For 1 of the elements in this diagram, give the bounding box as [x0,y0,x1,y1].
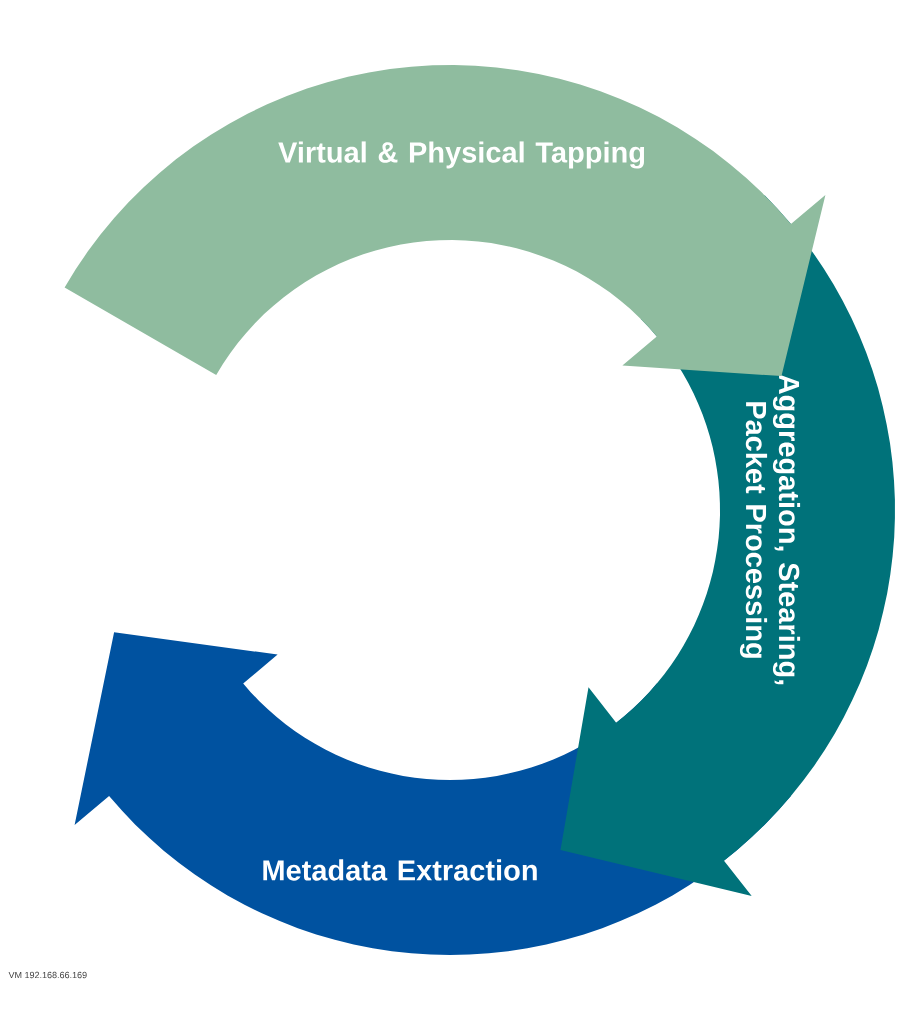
overlay-text: VM 192.168.66.169 [8,971,87,979]
